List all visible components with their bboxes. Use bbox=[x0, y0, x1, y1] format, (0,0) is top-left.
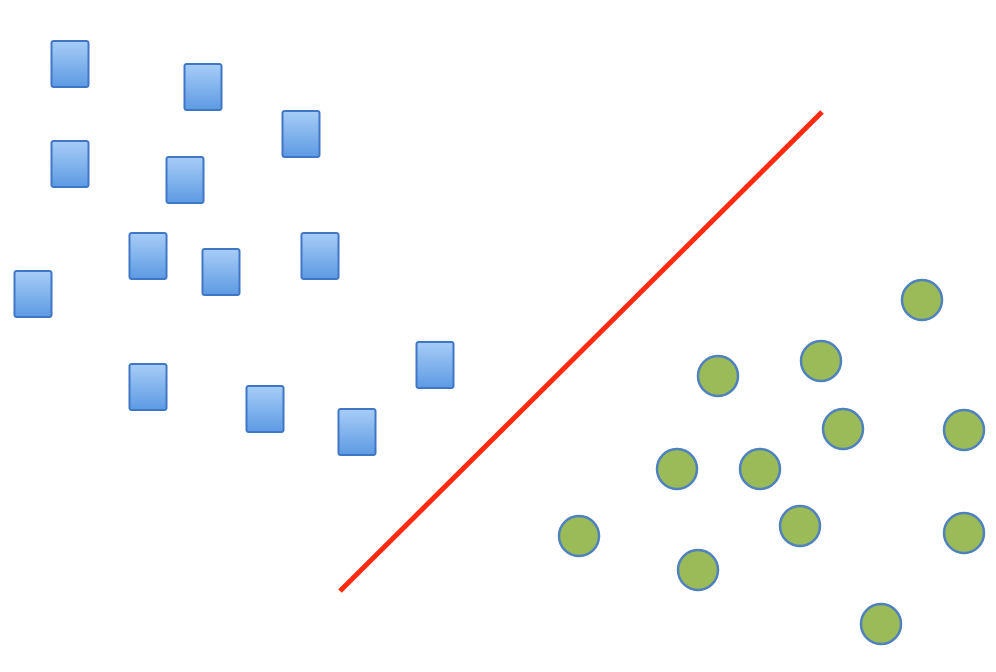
circle-point bbox=[557, 514, 601, 558]
square-point bbox=[13, 270, 53, 318]
square-point bbox=[245, 385, 285, 433]
circle-point bbox=[696, 354, 740, 398]
circle-point bbox=[799, 339, 843, 383]
class-b-points bbox=[557, 278, 986, 646]
square-point bbox=[165, 156, 205, 204]
square-point bbox=[337, 408, 377, 456]
separator-line bbox=[338, 110, 824, 593]
square-point bbox=[50, 140, 90, 188]
circle-point bbox=[778, 504, 822, 548]
square-point bbox=[183, 63, 223, 111]
square-point bbox=[128, 232, 168, 280]
square-point bbox=[300, 232, 340, 280]
circle-point bbox=[676, 548, 720, 592]
circle-point bbox=[942, 408, 986, 452]
square-point bbox=[281, 110, 321, 158]
separator-group bbox=[338, 110, 824, 593]
square-point bbox=[128, 363, 168, 411]
circle-point bbox=[900, 278, 944, 322]
square-point bbox=[415, 341, 455, 389]
circle-point bbox=[821, 407, 865, 451]
class-a-points bbox=[13, 40, 455, 456]
square-point bbox=[201, 248, 241, 296]
circle-point bbox=[655, 447, 699, 491]
circle-point bbox=[738, 447, 782, 491]
circle-point bbox=[859, 602, 903, 646]
circle-point bbox=[942, 511, 986, 555]
square-point bbox=[50, 40, 90, 88]
